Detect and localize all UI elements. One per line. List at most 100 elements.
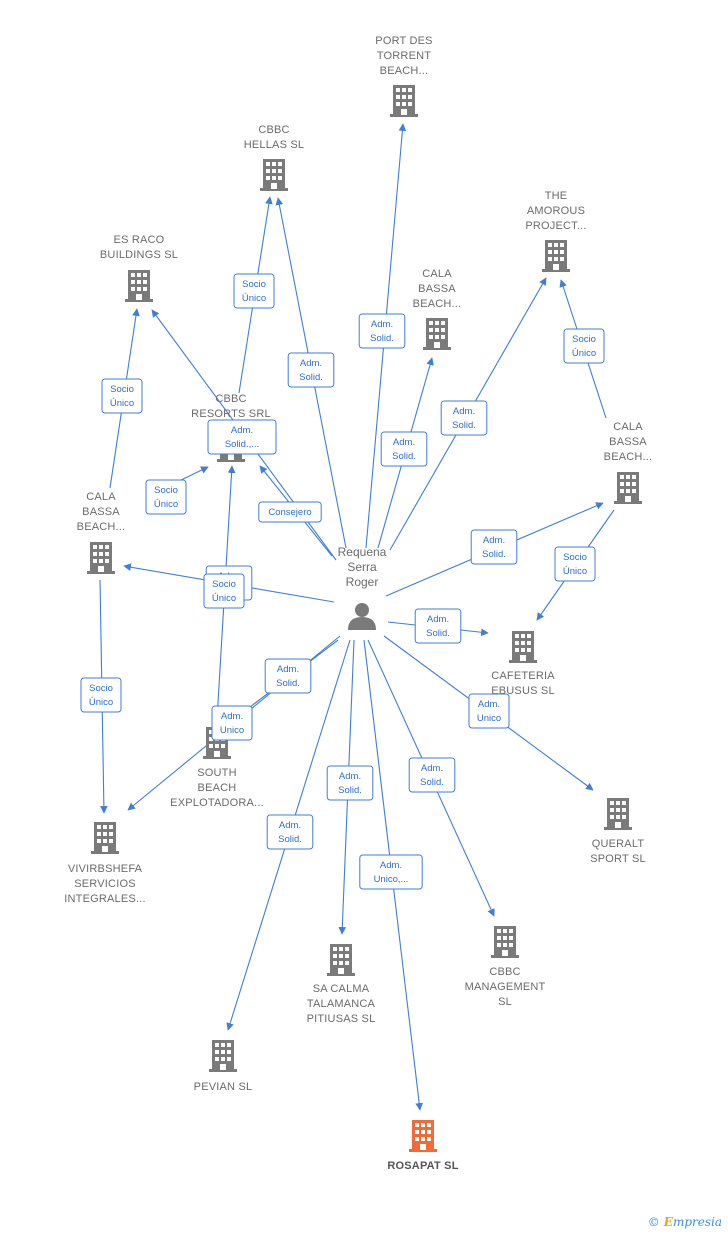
node-cala_bassa_1[interactable]: CALABASSABEACH... <box>413 268 462 350</box>
edge-label-text: Socio <box>110 384 134 395</box>
edge-label-box <box>203 573 245 609</box>
edge-label-box <box>264 658 312 694</box>
edge-label-text: Único <box>89 697 113 708</box>
edge-label-text: Adm. <box>421 763 443 774</box>
node-label: VIVIRBSHEFA <box>68 863 143 875</box>
node-pevian[interactable]: PEVIAN SL <box>194 1040 253 1093</box>
edge-label-text: Adm. <box>427 614 449 625</box>
edge-label-box <box>359 854 423 890</box>
edge-label-center-to-es_raco[interactable]: Adm. Solid.,... <box>207 419 277 455</box>
node-label: PROJECT... <box>525 220 586 232</box>
edge-label-center-to-vivirbshefa[interactable]: Adm. Solid. <box>264 658 312 694</box>
building-icon <box>604 798 632 830</box>
building-icon <box>390 85 418 117</box>
edge-label-text: Unico <box>477 713 501 724</box>
edge-label-box <box>414 608 462 644</box>
copyright-icon: © <box>647 1215 660 1229</box>
building-icon <box>509 631 537 663</box>
edge-label-box <box>563 328 605 364</box>
edge-label-center-to-cala_bassa_1[interactable]: Adm.Solid. <box>380 431 428 467</box>
node-label: RESORTS SRL <box>191 408 271 420</box>
edge-label-box <box>211 705 253 741</box>
node-label: HELLAS SL <box>244 139 305 151</box>
edge-label-text: Solid. <box>278 834 302 845</box>
node-label: CAFETERIA <box>491 670 555 682</box>
edge-label-box <box>380 431 428 467</box>
edge-label-text: Unico <box>220 725 244 736</box>
edge-label-text: Único <box>212 593 236 604</box>
edge-label-center-to-rosapat[interactable]: Adm.Unico,... <box>359 854 423 890</box>
node-cala_bassa_3[interactable]: CALABASSABEACH... <box>604 421 653 504</box>
node-south_beach[interactable]: SOUTHBEACHEXPLOTADORA... <box>170 727 264 809</box>
edge-label-center-to-cbbc_management[interactable]: Adm.Solid. <box>408 757 456 793</box>
edge-label-text: Socio <box>572 334 596 345</box>
node-the_amorous[interactable]: THEAMOROUSPROJECT... <box>525 190 586 272</box>
brand-name: mpresia <box>672 1215 722 1229</box>
node-vivirbshefa[interactable]: VIVIRBSHEFASERVICIOSINTEGRALES... <box>64 822 146 905</box>
node-label: EXPLOTADORA... <box>170 797 264 809</box>
edge-label-text: Solid.,... <box>225 439 259 450</box>
edge-label-text: Adm. <box>478 699 500 710</box>
node-label: BEACH... <box>380 65 429 77</box>
node-label: QUERALT <box>592 838 645 850</box>
edge-label-center-to-cafeteria_ebusus[interactable]: Adm.Solid. <box>414 608 462 644</box>
node-label: CALA <box>86 491 116 503</box>
edge-label-text: Socio <box>563 552 587 563</box>
node-label: BEACH... <box>77 521 126 533</box>
building-icon <box>614 472 642 504</box>
edge-label-box <box>258 501 322 523</box>
edge-label-center-to-queralt_sport[interactable]: Adm. Unico <box>468 693 510 729</box>
edge-label-text: Adm. <box>221 711 243 722</box>
node-cala_bassa_2[interactable]: CALABASSABEACH... <box>77 491 126 574</box>
edge-label-text: Solid. <box>276 678 300 689</box>
edge-label-center-to-sa_calma[interactable]: Adm.Solid. <box>326 765 374 801</box>
edge-label-text: Solid. <box>370 333 394 344</box>
edge-label-center-to-pevian[interactable]: Adm.Solid. <box>266 814 314 850</box>
edge-label-center-to-port_des_torrent[interactable]: Adm.Solid. <box>358 313 406 349</box>
edge-label-center-to-south_beach[interactable]: Adm. Unico <box>211 705 253 741</box>
node-port_des_torrent[interactable]: PORT DESTORRENTBEACH... <box>375 35 433 117</box>
edge-label-text: Solid. <box>338 785 362 796</box>
edge-label-center-to-the_amorous[interactable]: Adm.Solid. <box>440 400 488 436</box>
edge-label-center-to-cala_bassa_3[interactable]: Adm.Solid. <box>470 529 518 565</box>
node-label: SOUTH <box>197 767 237 779</box>
edge-label-text: Adm. <box>453 406 475 417</box>
empresia-brand[interactable]: ©Empresia <box>648 1215 722 1229</box>
node-label: CBBC <box>258 124 289 136</box>
edge-label-box <box>233 273 275 309</box>
node-label: THE <box>545 190 568 202</box>
node-rosapat[interactable]: ROSAPAT SL <box>387 1120 459 1172</box>
edge-label-text: Socio <box>212 579 236 590</box>
edge-label-box <box>440 400 488 436</box>
edge-label-text: Único <box>154 499 178 510</box>
edge-label-box <box>266 814 314 850</box>
node-label: SA CALMA <box>313 983 370 995</box>
node-cbbc_hellas[interactable]: CBBC HELLAS SL <box>244 124 305 191</box>
building-icon <box>409 1120 437 1152</box>
node-label: TORRENT <box>377 50 431 62</box>
building-icon <box>125 270 153 302</box>
edge-label-center-to-cbbc_hellas[interactable]: Adm.Solid. <box>287 352 335 388</box>
edge-label-box <box>101 378 143 414</box>
edge-label-box <box>358 313 406 349</box>
node-label: MANAGEMENT <box>465 981 546 993</box>
edge-label-text: Adm. <box>277 664 299 675</box>
edge-label-center-to-cbbc_resorts[interactable]: Consejero <box>258 501 322 523</box>
node-label: BASSA <box>609 436 647 448</box>
edge-label-text: Adm. <box>231 425 253 436</box>
